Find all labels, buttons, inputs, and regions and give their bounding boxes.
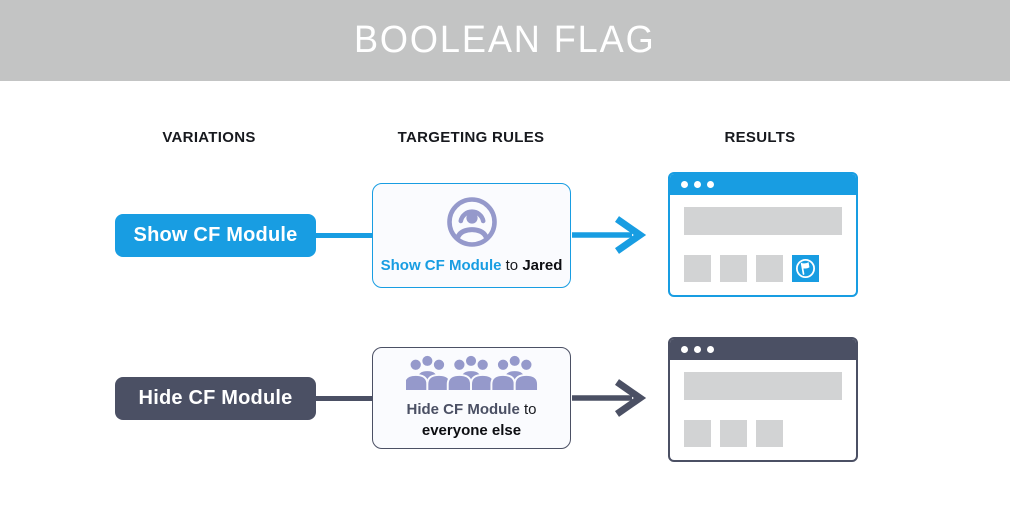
arrow-right-icon: [572, 379, 647, 417]
window-dot-icon: [694, 346, 701, 353]
content-placeholder-block: [684, 372, 842, 400]
browser-content: [670, 195, 856, 282]
column-header-targeting-rules: TARGETING RULES: [397, 129, 545, 146]
page-title: BOOLEAN FLAG: [354, 19, 656, 61]
flag-in-circle-icon: [795, 258, 816, 279]
variation-pill-hide-label: Hide CF Module: [138, 387, 293, 409]
rule-flag-name: Show CF Module: [380, 256, 502, 274]
arrow-right-icon: [572, 216, 647, 254]
module-row: [684, 420, 842, 447]
variation-pill-hide: Hide CF Module: [115, 377, 316, 420]
window-dot-icon: [694, 181, 701, 188]
title-banner: BOOLEAN FLAG: [0, 0, 1010, 81]
rule-connector-word: to: [523, 401, 537, 418]
window-dot-icon: [681, 346, 688, 353]
module-placeholder: [684, 255, 711, 282]
connector-line-show: [316, 233, 373, 238]
crowd-icon: [405, 355, 538, 392]
column-header-variations: VARIATIONS: [162, 129, 256, 146]
module-placeholder: [720, 420, 747, 447]
rule-audience: Jared: [522, 256, 563, 274]
column-header-results: RESULTS: [724, 129, 796, 146]
rule-flag-name: Hide CF Module: [406, 401, 520, 418]
rule-text-hide: Hide CF Module to everyone else: [406, 399, 536, 441]
window-dot-icon: [707, 346, 714, 353]
module-placeholder: [756, 255, 783, 282]
module-placeholder: [684, 420, 711, 447]
module-row: [684, 255, 842, 282]
browser-titlebar: [670, 339, 856, 360]
browser-content: [670, 360, 856, 447]
rule-connector-word: to: [505, 256, 519, 274]
module-placeholder: [756, 420, 783, 447]
browser-titlebar: [670, 174, 856, 195]
result-browser-show: [668, 172, 858, 297]
window-dot-icon: [707, 181, 714, 188]
variation-pill-show: Show CF Module: [115, 214, 316, 257]
single-user-in-circle-icon: [446, 196, 498, 248]
cf-module-tile: [792, 255, 819, 282]
result-browser-hide: [668, 337, 858, 462]
variation-pill-show-label: Show CF Module: [133, 224, 298, 246]
rule-text-show: Show CF Module to Jared: [381, 255, 563, 276]
rule-audience: everyone else: [421, 422, 522, 439]
module-placeholder: [720, 255, 747, 282]
content-placeholder-block: [684, 207, 842, 235]
targeting-rule-box-show: Show CF Module to Jared: [372, 183, 571, 288]
connector-line-hide: [316, 396, 373, 401]
targeting-rule-box-hide: Hide CF Module to everyone else: [372, 347, 571, 449]
window-dot-icon: [681, 181, 688, 188]
